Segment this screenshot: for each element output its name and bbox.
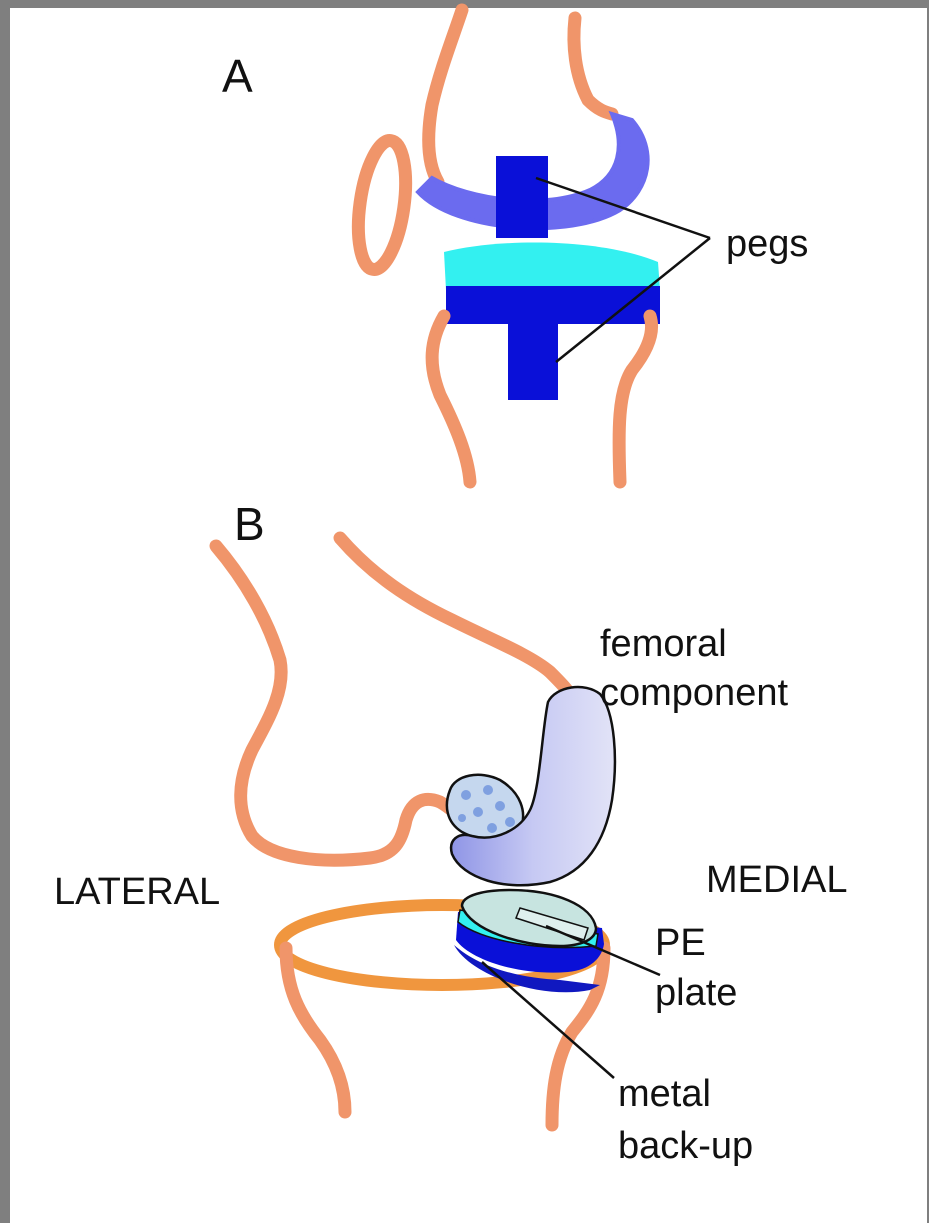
femur-outline-b-top (340, 538, 574, 700)
panel-a: A pegs (222, 10, 808, 482)
metal-label-line2: back-up (618, 1125, 753, 1167)
femur-outline-b (216, 546, 486, 860)
pegs-label: pegs (726, 223, 808, 265)
femur-outline-a-right (574, 18, 612, 114)
pe-label-line2: plate (655, 972, 737, 1014)
tibia-outline-a-right (619, 316, 652, 482)
femoral-label-line1: femoral (600, 623, 727, 665)
metal-label-line1: metal (618, 1073, 711, 1115)
femoral-label-line2: component (600, 672, 788, 714)
peg-upper (496, 156, 548, 238)
pe-plate-a (444, 243, 660, 290)
lateral-label: LATERAL (54, 871, 220, 913)
medial-label: MEDIAL (706, 859, 847, 901)
patella-a (351, 138, 413, 273)
panel-b-label: B (234, 498, 265, 550)
tibia-outline-a-left (432, 316, 470, 482)
peg-lower (508, 318, 558, 400)
pe-label-line1: PE (655, 922, 706, 964)
panel-b: B femoral component LATERAL MEDIAL PE pl… (54, 498, 847, 1167)
femur-outline-a (429, 10, 462, 182)
panel-a-label: A (222, 50, 253, 102)
